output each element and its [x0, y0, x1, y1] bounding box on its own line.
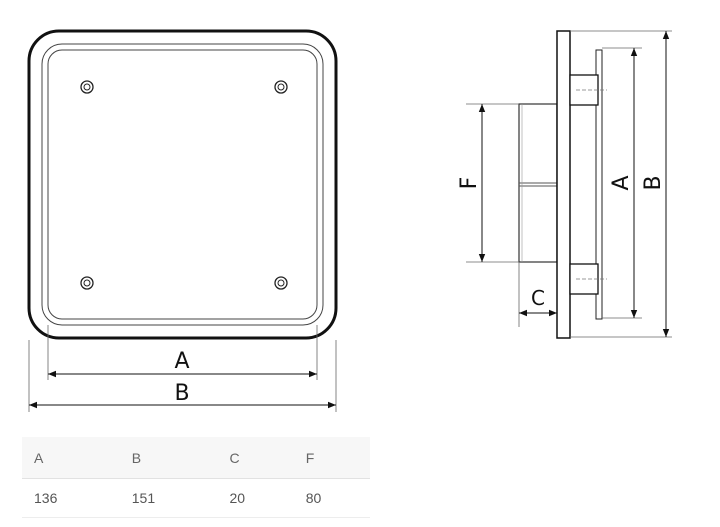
dim-label-b-front: B [174, 381, 189, 406]
panel-door [47, 49, 318, 320]
dim-label-a-side: A [609, 175, 634, 190]
dimensions-table: A B C F 136 151 20 80 [22, 437, 370, 518]
table-header-a: A [22, 437, 120, 479]
dim-label-b-side: B [641, 175, 666, 190]
table-header-b: B [119, 437, 218, 479]
table-value-f: 80 [293, 478, 370, 518]
screw-bottom-right-icon [274, 276, 288, 290]
panel-outer-frame [27, 29, 338, 340]
table-value-a: 136 [22, 478, 120, 518]
table-row: 136 151 20 80 [22, 478, 370, 518]
dim-label-c: C [531, 286, 545, 310]
table-value-b: 151 [119, 478, 218, 518]
screw-top-left-icon [80, 80, 94, 94]
screw-bottom-left-icon [80, 276, 94, 290]
dim-label-a-front: A [174, 349, 189, 374]
table-header-f: F [293, 437, 370, 479]
side-view: F C A B [457, 30, 672, 339]
dim-label-f: F [457, 177, 482, 190]
table-header-c: C [217, 437, 294, 479]
panel-inner-edge [41, 43, 324, 326]
front-view: A B [27, 29, 338, 412]
door-plate [595, 49, 603, 320]
technical-drawing: A B F C A [27, 29, 672, 412]
screw-top-right-icon [274, 80, 288, 94]
table-header-row: A B C F [22, 437, 370, 479]
frame-plate [556, 30, 571, 339]
table-value-c: 20 [217, 478, 294, 518]
